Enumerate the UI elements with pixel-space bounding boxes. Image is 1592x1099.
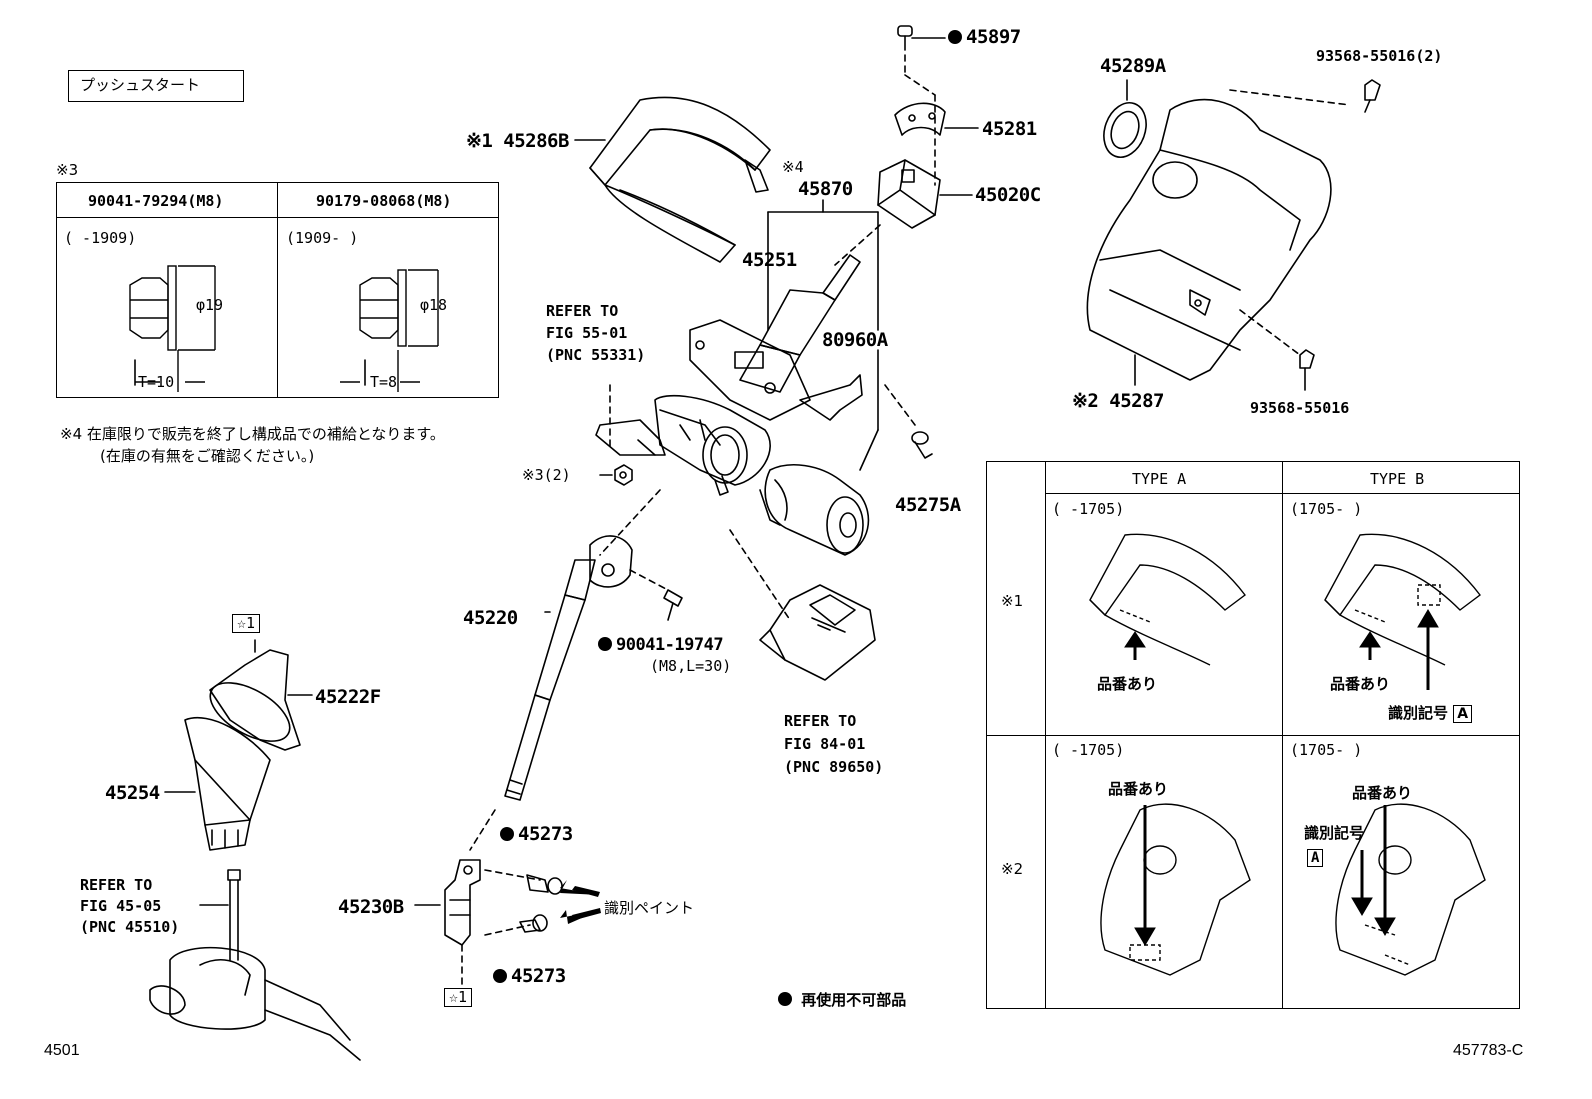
- bolt-45275a: [911, 431, 933, 459]
- type-table-header-divider: [1045, 493, 1520, 494]
- part-45897-label: 45897: [948, 28, 1021, 47]
- part-90041-label: 90041-19747: [598, 637, 724, 654]
- part-90041-spec: (M8,L=30): [650, 657, 732, 675]
- refer-fig84-line1[interactable]: REFER TO: [784, 712, 857, 730]
- refer-fig84-line2[interactable]: FIG 84-01: [784, 735, 866, 753]
- type-row2-mark: ※2: [1001, 860, 1024, 878]
- part-45273-bottom-label: 45273: [493, 967, 566, 986]
- part-45286b-label: ※1 45286B: [466, 130, 569, 152]
- refer-fig55-line1[interactable]: REFER TO: [546, 302, 619, 320]
- non-reusable-dot-icon: [598, 637, 612, 651]
- clamp-45281: [894, 102, 979, 136]
- note3-col1-range: ( -1909): [64, 229, 137, 247]
- screw-45897: [897, 25, 946, 51]
- non-reusable-dot-icon: [778, 992, 792, 1006]
- type-b2-part-no-note: 品番あり: [1352, 784, 1413, 802]
- type-b2-id-mark: 識別記号: [1304, 824, 1365, 842]
- part-45273-top-label: 45273: [500, 825, 573, 844]
- star1-top-box: ☆1: [232, 614, 261, 633]
- type-b1-part-no-note: 品番あり: [1330, 675, 1391, 693]
- part-93568-pair-label: 93568-55016(2): [1316, 47, 1443, 65]
- non-reusable-dot-icon: [948, 30, 962, 44]
- non-reusable-dot-icon: [500, 827, 514, 841]
- note3-col2-part: 90179-08068(M8): [316, 192, 452, 210]
- type-a2-range: ( -1705): [1052, 741, 1125, 759]
- refer-fig45-line3[interactable]: (PNC 45510): [80, 918, 180, 936]
- refer-fig55-line2[interactable]: FIG 55-01: [546, 324, 628, 342]
- part-45275a-label: 45275A: [895, 494, 961, 516]
- part-45222f-label: 45222F: [315, 686, 381, 708]
- note3-col2-thickness: T=8: [370, 373, 398, 391]
- note4-line2: (在庫の有無をご確認ください。): [100, 447, 315, 465]
- note3-col2-range: (1909- ): [286, 229, 359, 247]
- refer-fig45-line1[interactable]: REFER TO: [80, 876, 153, 894]
- dust-cover-45222f: [209, 639, 313, 751]
- part-45870-mark: ※4: [782, 158, 804, 176]
- refer-fig84-line3[interactable]: (PNC 89650): [784, 758, 884, 776]
- type-row1-mark: ※1: [1001, 592, 1024, 610]
- note3-col1-diameter: φ19: [196, 296, 224, 314]
- page-code: 4501: [44, 1042, 80, 1059]
- steering-column-assembly: [595, 254, 863, 496]
- type-b-header: TYPE B: [1370, 470, 1425, 488]
- note4-line1: ※4 在庫限りで販売を終了し構成品での補給となります。: [60, 425, 445, 443]
- note3-col2-diameter: φ18: [420, 296, 448, 314]
- part-45870-label: 45870: [798, 178, 853, 200]
- upper-column-cover-45286b: [574, 96, 771, 263]
- part-93568-label: 93568-55016: [1250, 399, 1350, 417]
- refer-fig45-line2[interactable]: FIG 45-05: [80, 897, 162, 915]
- non-reusable-dot-icon: [493, 969, 507, 983]
- bolts-45273: [519, 874, 563, 933]
- part-80960a-label: 80960A: [822, 329, 888, 351]
- figure-code: 457783-C: [1453, 1042, 1524, 1059]
- nut-item3-label: ※3(2): [522, 466, 571, 484]
- intermediate-shaft-45220: [504, 535, 633, 801]
- type-a2-part-no-note: 品番あり: [1108, 780, 1169, 798]
- boot-45254: [164, 717, 271, 851]
- part-45251-label: 45251: [742, 249, 797, 271]
- screws-93568: [1299, 79, 1381, 391]
- part-45287-label: ※2 45287: [1072, 390, 1165, 412]
- type-b2-id-letter: A: [1307, 849, 1324, 867]
- switch-45020c: [877, 159, 973, 229]
- type-a-header: TYPE A: [1132, 470, 1187, 488]
- type-table-row-divider: [986, 735, 1520, 736]
- identification-paint-label: 識別ペイント: [604, 899, 695, 917]
- note3-col1-part: 90041-79294(M8): [88, 192, 224, 210]
- refer-fig55-line3[interactable]: (PNC 55331): [546, 346, 646, 364]
- type-table-arrows: [1124, 609, 1439, 946]
- motor: [759, 464, 870, 556]
- part-45230b-label: 45230B: [338, 896, 404, 918]
- type-b1-range: (1705- ): [1290, 500, 1363, 518]
- type-a1-part-no-note: 品番あり: [1097, 675, 1158, 693]
- push-start-label: プッシュスタート: [80, 76, 201, 94]
- type-b2-range: (1705- ): [1290, 741, 1363, 759]
- type-b1-id-mark: 識別記号 A: [1388, 705, 1473, 723]
- note3-col-divider: [277, 182, 278, 398]
- nut-item3: [599, 464, 633, 486]
- part-45254-label: 45254: [105, 782, 160, 804]
- steering-gear: [149, 869, 361, 1061]
- part-45281-label: 45281: [982, 118, 1037, 140]
- universal-joint-45230b: [414, 859, 481, 946]
- note3-mark: ※3: [56, 161, 79, 179]
- star1-bottom-box: ☆1: [444, 988, 473, 1007]
- bracket-lines: [767, 199, 879, 471]
- type-table-illustrations: [1089, 533, 1486, 976]
- bolt-90041: [663, 589, 683, 621]
- legend-non-reusable: 再使用不可部品: [778, 992, 906, 1008]
- part-45020c-label: 45020C: [975, 184, 1041, 206]
- part-45289a-label: 45289A: [1100, 55, 1166, 77]
- nut-dimension-drawings: [129, 265, 439, 392]
- push-start-label-box: [68, 70, 244, 102]
- power-steering-ecu: [759, 584, 876, 681]
- type-a1-range: ( -1705): [1052, 500, 1125, 518]
- part-45220-label: 45220: [463, 607, 518, 629]
- emblem-45289a: [1103, 79, 1147, 158]
- note3-col1-thickness: T=10: [138, 373, 175, 391]
- lower-column-cover-45287: [1086, 98, 1332, 386]
